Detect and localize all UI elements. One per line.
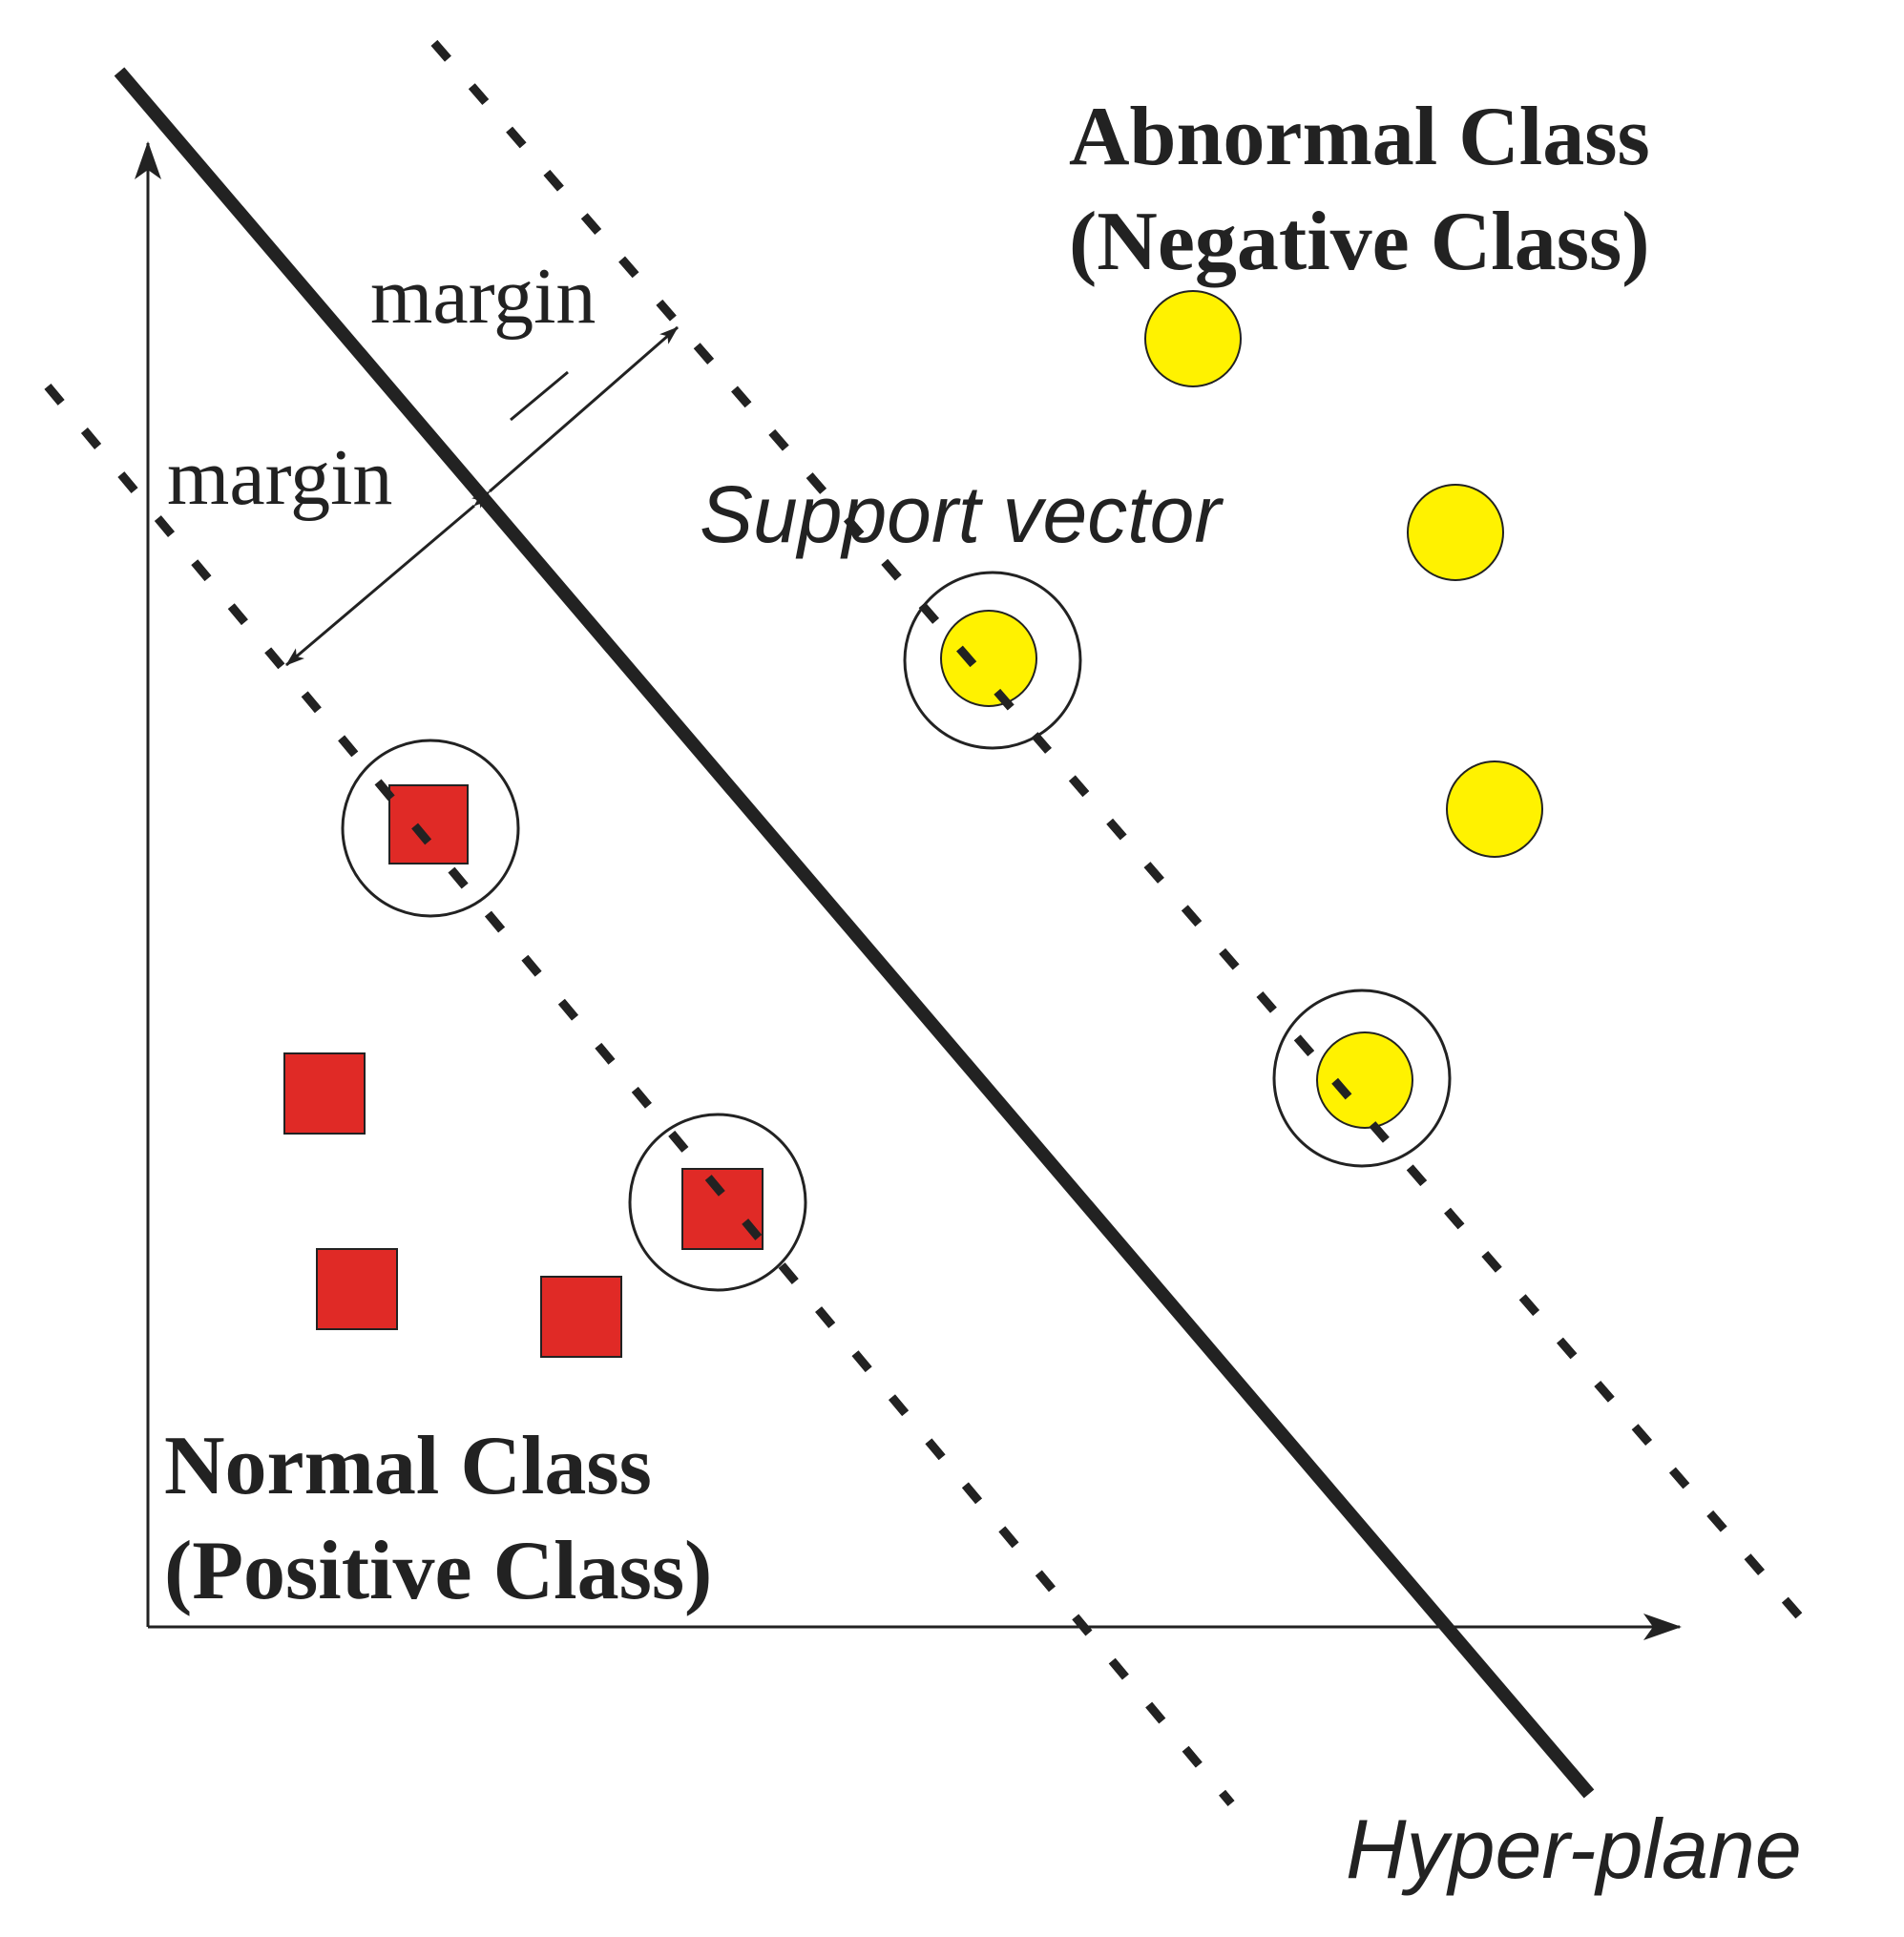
hyperplane-line [114, 67, 1595, 1799]
margin-arrow-upper-shaft [501, 329, 676, 427]
normal-class-label: Normal Class [164, 1420, 652, 1512]
negative-point [1407, 484, 1504, 581]
negative-class-label: (Negative Class) [1069, 196, 1650, 288]
margin-label-lower: margin [167, 433, 392, 522]
support-vector-ring [1272, 989, 1452, 1168]
positive-support-vector-point [681, 1168, 764, 1250]
margin-label-upper: margin [370, 252, 596, 341]
negative-support-vector-point [1316, 1031, 1413, 1129]
upper-margin-line-overlay [430, 40, 1812, 1630]
support-vector-ring [341, 739, 520, 918]
negative-point [1446, 760, 1543, 858]
support-vector-label: Support vector [700, 469, 1224, 559]
negative-point [1144, 290, 1242, 387]
margin-arrow-upper-double [471, 325, 679, 509]
positive-point [283, 1052, 366, 1135]
negative-support-vector-point [940, 610, 1037, 707]
positive-support-vector-point [388, 784, 469, 864]
margin-arrow-upper [510, 370, 569, 422]
hyperplane-label: Hyper-plane [1346, 1802, 1802, 1896]
positive-point [540, 1276, 622, 1358]
positive-class-label: (Positive Class) [164, 1525, 712, 1617]
positive-point [316, 1248, 398, 1330]
support-vector-ring [628, 1113, 807, 1292]
lower-margin-line-overlay [44, 384, 1235, 1806]
support-vector-ring [903, 571, 1082, 750]
margin-arrow-lower-double [285, 489, 493, 667]
abnormal-class-label: Abnormal Class [1069, 91, 1650, 183]
